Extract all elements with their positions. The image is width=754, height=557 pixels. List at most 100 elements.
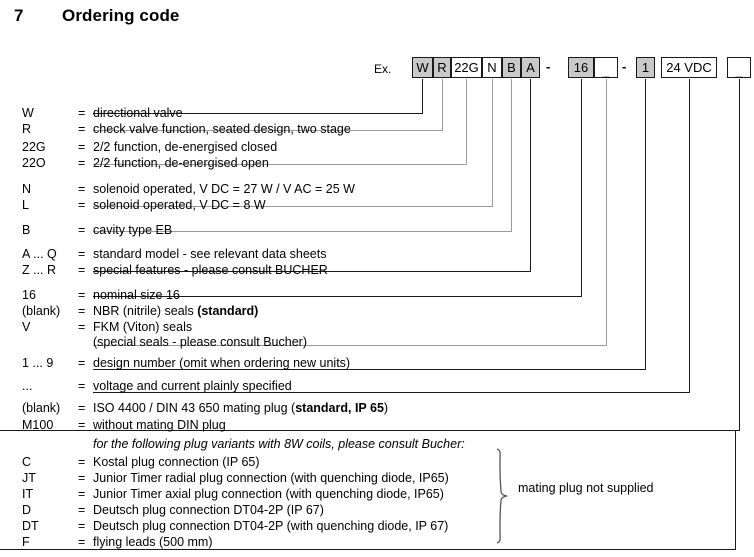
legend-description: standard model - see relevant data sheet… <box>93 247 327 261</box>
legend-row: A ... Q = standard model - see relevant da… <box>0 246 754 262</box>
legend-description: NBR (nitrile) seals (standard) <box>93 304 259 318</box>
legend-description: Deutsch plug connection DT04-2P (IP 67) <box>93 503 324 517</box>
legend-equals: = <box>78 418 86 432</box>
legend-code: (blank) <box>22 401 61 415</box>
box-16: 16 <box>568 57 594 78</box>
legend-code: R <box>22 122 32 136</box>
legend-code: V <box>22 320 31 334</box>
legend-equals: = <box>78 487 86 501</box>
legend-row: F = flying leads (500 mm) <box>0 534 754 550</box>
legend-code: M100 <box>22 418 54 432</box>
legend-row: 22G = 2/2 function, de-energised closed <box>0 139 754 155</box>
legend-equals: = <box>78 122 86 136</box>
legend-equals: = <box>78 356 86 370</box>
legend-code: Z ... R <box>22 263 57 277</box>
legend-equals: = <box>78 156 86 170</box>
legend-description: without mating DIN plug <box>93 418 226 432</box>
legend-row-variant-note: for the following plug variants with 8W … <box>0 436 754 452</box>
mating-plug-note: mating plug not supplied <box>518 481 654 495</box>
legend-description: Kostal plug connection (IP 65) <box>93 455 260 469</box>
box-n: N <box>482 57 502 78</box>
legend-code: IT <box>22 487 34 501</box>
legend-equals: = <box>78 455 86 469</box>
legend-equals: = <box>78 471 86 485</box>
legend-description: Junior Timer radial plug connection (wit… <box>93 471 449 485</box>
legend-row-seal-v: V = FKM (Viton) seals <box>0 319 754 335</box>
legend-equals: = <box>78 247 86 261</box>
legend-description: Junior Timer axial plug connection (with… <box>93 487 444 501</box>
box-a: A <box>521 57 540 78</box>
legend-row: D = Deutsch plug connection DT04-2P (IP 67… <box>0 502 754 518</box>
legend-description: check valve function, seated design, two… <box>93 122 351 136</box>
legend-description: nominal size 16 <box>93 288 180 302</box>
box-plug: _ <box>727 57 751 78</box>
legend-row: R = check valve function, seated design, t… <box>0 121 754 137</box>
section-title: Ordering code <box>62 6 180 25</box>
legend-description: special features - please consult BUCHER <box>93 263 328 277</box>
legend-code: L <box>22 198 29 212</box>
legend-description: 2/2 function, de-energised open <box>93 156 269 170</box>
legend-row: DT=Deutsch plug connection DT04-2P (with… <box>0 518 754 534</box>
box-seal: _ <box>594 57 618 78</box>
legend-code: (blank) <box>22 304 61 318</box>
legend-row: 16=nominal size 16 <box>0 287 754 303</box>
legend-equals: = <box>78 140 86 154</box>
legend-description: voltage and current plainly specified <box>93 379 292 393</box>
legend-description: (special seals - please consult Bucher) <box>93 335 307 349</box>
code-separator-dash-1: - <box>546 59 551 74</box>
legend-equals: = <box>78 535 86 549</box>
example-label: Ex. <box>374 62 392 76</box>
legend-code: F <box>22 535 30 549</box>
legend-equals: = <box>78 106 86 120</box>
legend-description: directional valve <box>93 106 183 120</box>
legend-code: JT <box>22 471 36 485</box>
legend-description: FKM (Viton) seals <box>93 320 193 334</box>
legend-description: design number (omit when ordering new un… <box>93 356 351 370</box>
legend-equals: = <box>78 503 86 517</box>
legend-row: 22O = 2/2 function, de-energised open <box>0 155 754 171</box>
legend-equals: = <box>78 320 86 334</box>
box-r: R <box>433 57 451 78</box>
legend-code: B <box>22 223 31 237</box>
legend-description: ISO 4400 / DIN 43 650 mating plug (stand… <box>93 401 389 415</box>
legend-description: flying leads (500 mm) <box>93 535 213 549</box>
legend-equals: = <box>78 263 86 277</box>
grouping-brace-icon <box>496 448 508 544</box>
legend-equals: = <box>78 198 86 212</box>
legend-equals: = <box>78 288 86 302</box>
legend-code: D <box>22 503 32 517</box>
box-22g: 22G <box>451 57 482 78</box>
legend-code: 22G <box>22 140 46 154</box>
legend-row: C = Kostal plug connection (IP 65) <box>0 454 754 470</box>
section-number: 7 <box>14 6 24 25</box>
legend-equals: = <box>78 401 86 415</box>
page-title: 7 Ordering code <box>14 6 180 26</box>
legend-description: solenoid operated, V DC = 8 W <box>93 198 266 212</box>
legend-code: C <box>22 455 32 469</box>
legend-description: solenoid operated, V DC = 27 W / V AC = … <box>93 182 355 196</box>
legend-row-plug-blank: (blank) = ISO 4400 / DIN 43 650 mating p… <box>0 400 754 416</box>
legend-description: cavity type EB <box>93 223 173 237</box>
legend-row: 1 ... 9=design number (omit when orderin… <box>0 355 754 371</box>
legend-row-seal-note: (special seals - please consult Bucher) <box>0 334 754 350</box>
legend-row-seal-blank: (blank) = NBR (nitrile) seals (standard) <box>0 303 754 319</box>
legend-description: Deutsch plug connection DT04-2P (with qu… <box>93 519 449 533</box>
legend-code: 22O <box>22 156 46 170</box>
legend-equals: = <box>78 304 86 318</box>
legend-row: ... = voltage and current plainly specifie… <box>0 378 754 394</box>
legend-code: N <box>22 182 32 196</box>
legend-row: IT = Junior Timer axial plug connection (w… <box>0 486 754 502</box>
legend-description: 2/2 function, de-energised closed <box>93 140 278 154</box>
box-w: W <box>412 57 433 78</box>
legend-equals: = <box>78 223 86 237</box>
legend-row: B = cavity type EB <box>0 222 754 238</box>
legend-equals: = <box>78 182 86 196</box>
legend-code: ... <box>22 379 33 393</box>
code-separator-dash-2: - <box>622 59 627 74</box>
legend-code: A ... Q <box>22 247 57 261</box>
legend-code: DT <box>22 519 39 533</box>
legend-equals: = <box>78 379 86 393</box>
legend-row: N = solenoid operated, V DC = 27 W / V AC … <box>0 181 754 197</box>
box-b: B <box>502 57 521 78</box>
